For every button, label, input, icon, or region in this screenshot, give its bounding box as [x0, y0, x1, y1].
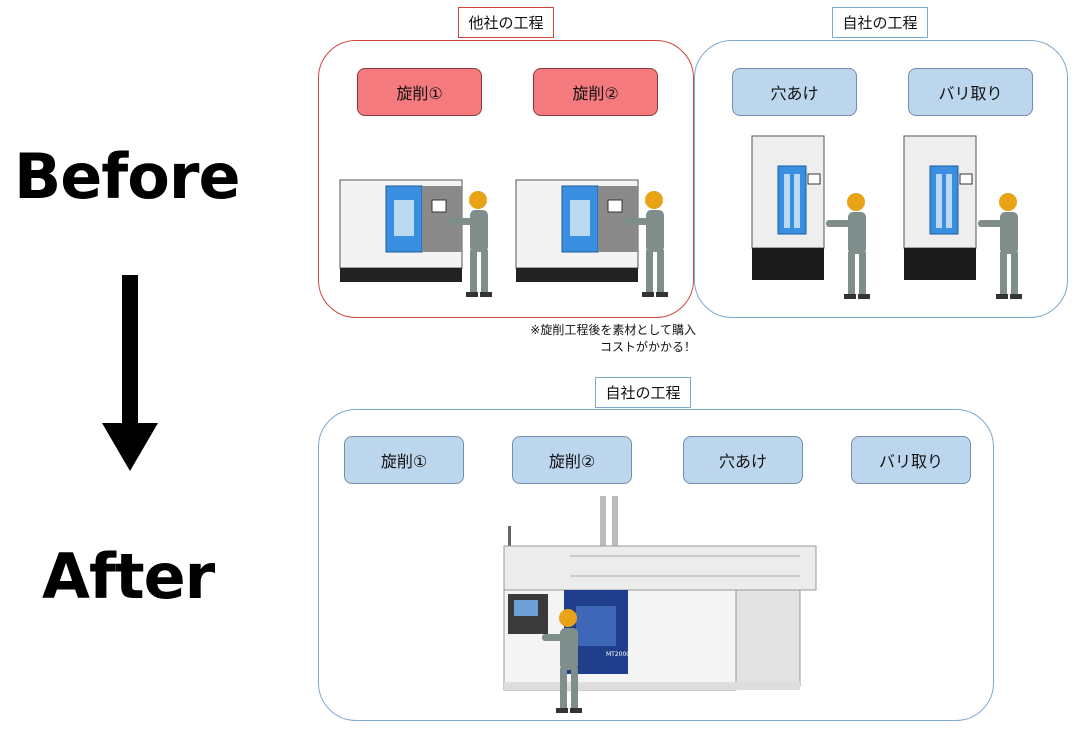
after-step-deburring: バリ取り: [851, 436, 971, 484]
cost-note: ※旋削工程後を素材として購入 コストがかかる！: [480, 322, 696, 356]
lathe-machine-icon: [515, 179, 639, 282]
after-step-turning-1: 旋削①: [344, 436, 464, 484]
worker-icon: [624, 191, 668, 297]
worker-icon: [978, 193, 1022, 299]
machining-center-icon: [903, 135, 977, 280]
step-drilling: 穴あけ: [732, 68, 857, 116]
worker-icon: [448, 191, 492, 297]
after-step-turning-2: 旋削②: [512, 436, 632, 484]
worker-icon: [826, 193, 870, 299]
after-label: After: [42, 540, 215, 613]
down-arrow-icon: [102, 275, 158, 471]
lathe-machine-icon: [339, 179, 463, 282]
worker-icon: [542, 609, 582, 713]
machining-center-icon: [751, 135, 825, 280]
step-deburring: バリ取り: [908, 68, 1033, 116]
outsourced-process-tag: 他社の工程: [458, 7, 554, 38]
cost-note-line1: ※旋削工程後を素材として購入: [530, 323, 696, 337]
multitasking-machine-icon: MT2000: [503, 496, 817, 691]
step-turning-1: 旋削①: [357, 68, 482, 116]
after-step-drilling: 穴あけ: [683, 436, 803, 484]
machine-model-text: MT2000: [606, 651, 630, 658]
step-turning-2: 旋削②: [533, 68, 658, 116]
inhouse-process-tag: 自社の工程: [832, 7, 928, 38]
after-inhouse-process-tag: 自社の工程: [595, 377, 691, 408]
before-label: Before: [14, 140, 241, 213]
cost-note-line2: コストがかかる！: [599, 340, 696, 354]
